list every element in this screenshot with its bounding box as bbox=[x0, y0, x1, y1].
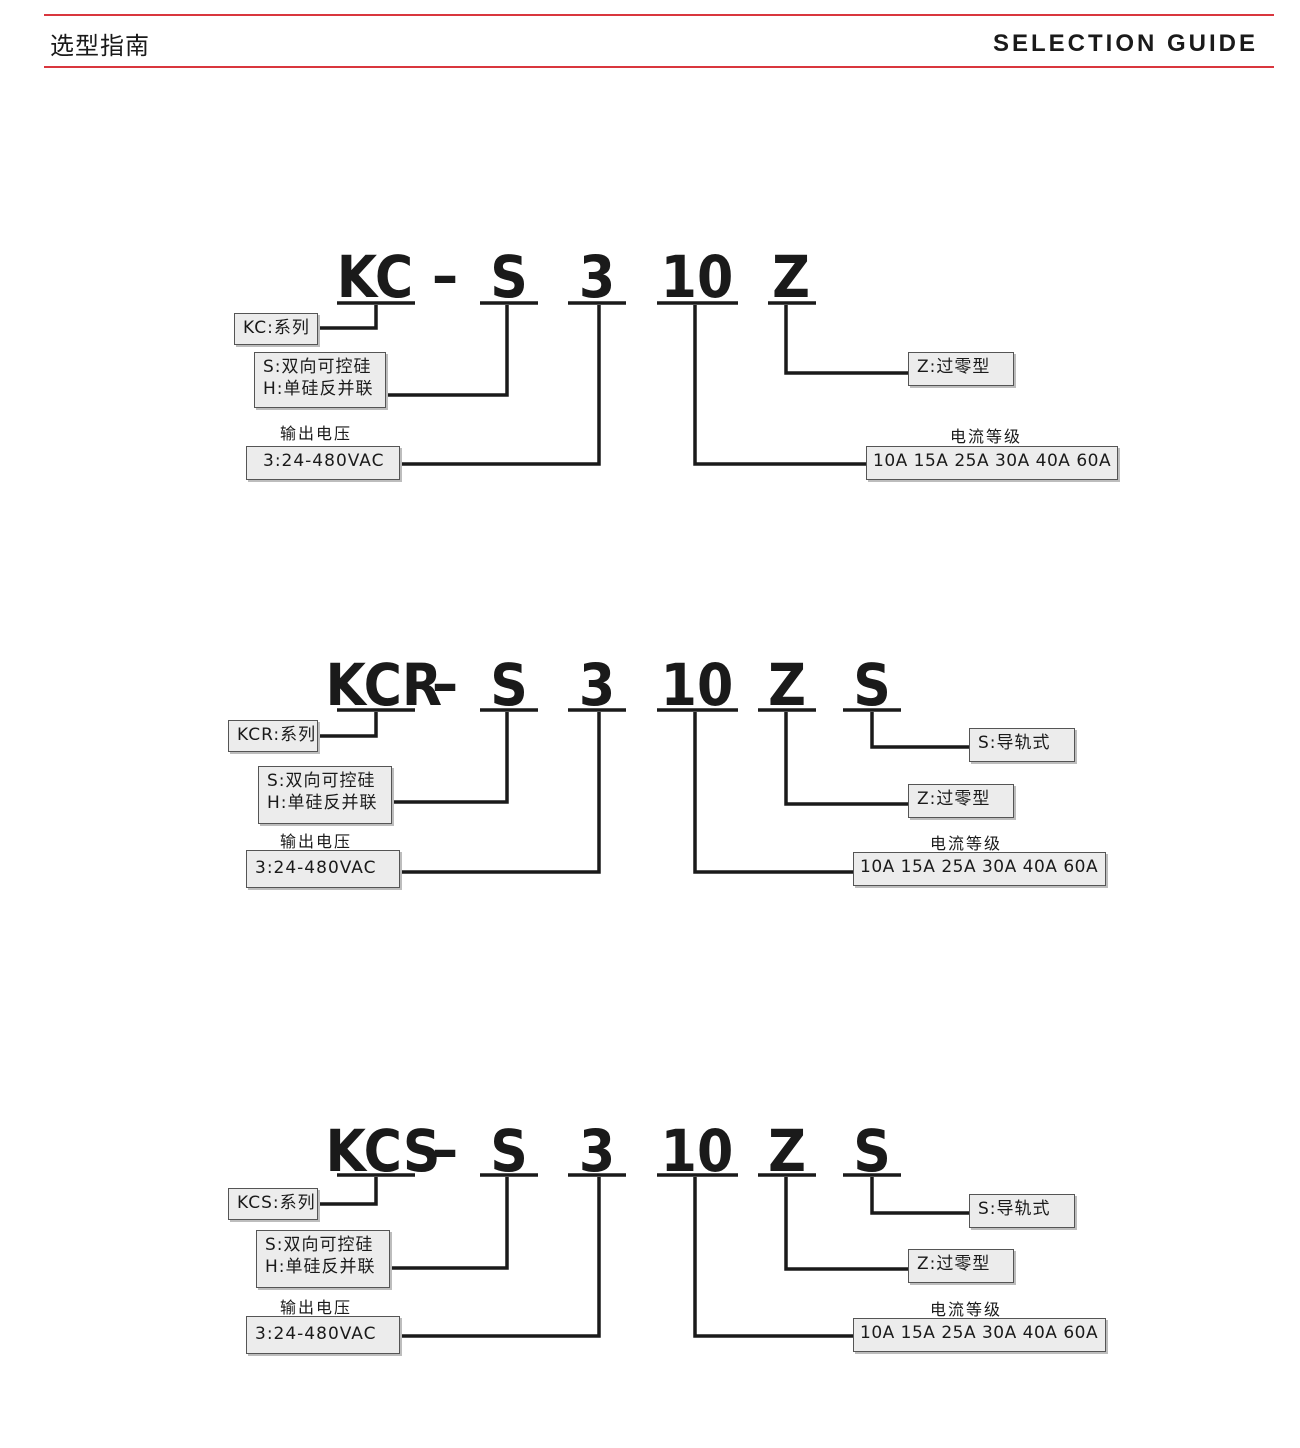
series-label: KCS:系列 bbox=[237, 1193, 316, 1213]
type-line-h: H:单硅反并联 bbox=[263, 379, 374, 399]
leader-current bbox=[693, 712, 853, 874]
current-value: 10A 15A 25A 30A 40A 60A bbox=[860, 857, 1099, 877]
series-box: KCS:系列 bbox=[228, 1188, 318, 1220]
code-voltage: 3 bbox=[578, 651, 616, 719]
current-caption: 电流等级 bbox=[930, 1300, 1003, 1319]
code-dash: – bbox=[431, 241, 459, 309]
voltage-caption: 输出电压 bbox=[280, 424, 353, 443]
code-zero: Z bbox=[768, 1117, 806, 1185]
code-series: KCR bbox=[325, 651, 443, 719]
current-box: 10A 15A 25A 30A 40A 60A bbox=[866, 446, 1118, 480]
voltage-caption: 输出电压 bbox=[280, 832, 353, 851]
leader-mount bbox=[870, 712, 969, 749]
series-box: KCR:系列 bbox=[228, 720, 318, 752]
current-value: 10A 15A 25A 30A 40A 60A bbox=[873, 451, 1112, 471]
mount-label: S:导轨式 bbox=[978, 1199, 1051, 1219]
type-box: S:双向可控硅 H:单硅反并联 bbox=[258, 766, 392, 824]
type-line-s: S:双向可控硅 bbox=[267, 771, 376, 791]
series-label: KCR:系列 bbox=[237, 725, 317, 745]
current-value: 10A 15A 25A 30A 40A 60A bbox=[860, 1323, 1099, 1343]
voltage-caption: 输出电压 bbox=[280, 1298, 353, 1317]
code-series: KC bbox=[336, 243, 414, 311]
leader-mount bbox=[870, 1177, 969, 1215]
current-caption: 电流等级 bbox=[950, 427, 1023, 446]
leader-series bbox=[318, 712, 378, 738]
code-zero: Z bbox=[768, 651, 806, 719]
leader-voltage bbox=[400, 305, 601, 466]
code-zero: Z bbox=[772, 243, 810, 311]
mount-box: S:导轨式 bbox=[969, 728, 1075, 762]
selection-diagram-kcr: KCR – S 3 10 Z S KCR:系列 S:双向可控硅 H:单硅反并联 … bbox=[0, 650, 1300, 980]
code-voltage: 3 bbox=[578, 243, 616, 311]
voltage-box: 3:24-480VAC bbox=[246, 850, 400, 888]
leader-current bbox=[693, 305, 866, 466]
zero-label: Z:过零型 bbox=[917, 1254, 991, 1274]
type-box: S:双向可控硅 H:单硅反并联 bbox=[254, 352, 386, 408]
page-title-en: SELECTION GUIDE bbox=[992, 30, 1258, 57]
mount-label: S:导轨式 bbox=[978, 733, 1051, 753]
connector-lines bbox=[318, 708, 969, 874]
code-mount: S bbox=[853, 1117, 891, 1185]
leader-zero bbox=[784, 712, 908, 806]
code-type: S bbox=[490, 651, 528, 719]
current-caption: 电流等级 bbox=[930, 834, 1003, 853]
type-line-h: H:单硅反并联 bbox=[267, 793, 378, 813]
leader-series bbox=[318, 1177, 378, 1206]
selection-diagram-kcs: KCS – S 3 10 Z S KCS:系列 S:双向可控硅 H:单硅反并联 … bbox=[0, 1118, 1300, 1448]
code-voltage: 3 bbox=[578, 1117, 616, 1185]
voltage-box: 3:24-480VAC bbox=[246, 446, 400, 480]
code-dash: – bbox=[431, 649, 459, 717]
code-current: 10 bbox=[660, 1117, 734, 1185]
type-box: S:双向可控硅 H:单硅反并联 bbox=[256, 1230, 390, 1288]
type-line-s: S:双向可控硅 bbox=[263, 357, 372, 377]
leader-voltage bbox=[400, 1177, 601, 1338]
connector-lines bbox=[318, 1173, 969, 1338]
voltage-value: 3:24-480VAC bbox=[255, 1324, 377, 1344]
leader-type bbox=[386, 305, 509, 397]
current-box: 10A 15A 25A 30A 40A 60A bbox=[853, 1318, 1106, 1352]
voltage-box: 3:24-480VAC bbox=[246, 1316, 400, 1354]
voltage-value: 3:24-480VAC bbox=[255, 858, 377, 878]
code-series: KCS bbox=[325, 1117, 441, 1185]
series-label: KC:系列 bbox=[243, 318, 310, 338]
code-mount: S bbox=[853, 651, 891, 719]
series-box: KC:系列 bbox=[234, 313, 318, 345]
mount-box: S:导轨式 bbox=[969, 1194, 1075, 1228]
leader-current bbox=[693, 1177, 853, 1338]
leader-zero bbox=[784, 1177, 908, 1271]
voltage-value: 3:24-480VAC bbox=[263, 451, 385, 471]
code-current: 10 bbox=[660, 651, 734, 719]
zero-box: Z:过零型 bbox=[908, 352, 1014, 386]
code-current: 10 bbox=[660, 243, 734, 311]
type-line-h: H:单硅反并联 bbox=[265, 1257, 376, 1277]
connector-lines bbox=[318, 301, 908, 466]
leader-type bbox=[390, 1177, 509, 1270]
zero-box: Z:过零型 bbox=[908, 1249, 1014, 1283]
code-type: S bbox=[490, 243, 528, 311]
header-bottom-rule bbox=[44, 66, 1274, 68]
leader-voltage bbox=[400, 712, 601, 874]
leader-series bbox=[318, 305, 378, 330]
leader-type bbox=[394, 712, 509, 804]
page-title-cn: 选型指南 bbox=[50, 32, 150, 60]
zero-label: Z:过零型 bbox=[917, 357, 991, 377]
code-type: S bbox=[490, 1117, 528, 1185]
leader-zero bbox=[784, 305, 908, 375]
type-line-s: S:双向可控硅 bbox=[265, 1235, 374, 1255]
header-top-rule bbox=[44, 14, 1274, 16]
current-box: 10A 15A 25A 30A 40A 60A bbox=[853, 852, 1106, 886]
selection-diagram-kc: KC – S 3 10 Z KC:系列 S:双向可控硅 H:单硅反并联 输出电压… bbox=[0, 240, 1300, 570]
zero-label: Z:过零型 bbox=[917, 789, 991, 809]
zero-box: Z:过零型 bbox=[908, 784, 1014, 818]
code-dash: – bbox=[431, 1115, 459, 1183]
